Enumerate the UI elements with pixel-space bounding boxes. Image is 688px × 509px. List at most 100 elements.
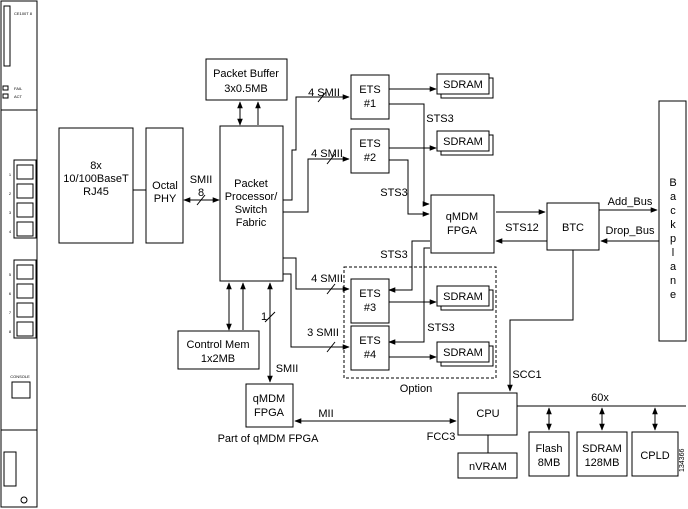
packet-processor-label: Fabric: [236, 217, 267, 229]
sdram-4-block: SDRAM: [436, 341, 494, 367]
flash-block: Flash 8MB: [528, 431, 570, 477]
four-smii-label: 4 SMII: [308, 87, 340, 99]
smii-label: SMII: [276, 363, 299, 375]
sts3-label: STS3: [427, 322, 455, 334]
backplane-letter: p: [670, 233, 676, 245]
ets-label: ETS: [359, 84, 380, 96]
ets2-qmdm-link: [389, 159, 430, 217]
ets-label: #1: [364, 98, 376, 110]
part-of-qmdm-label: Part of qMDM FPGA: [218, 433, 320, 445]
smii-count-label: 1: [261, 311, 267, 323]
four-smii-label: 4 SMII: [311, 148, 343, 160]
rj45-port: [16, 183, 34, 199]
qmdm-small-label: FPGA: [254, 407, 285, 419]
screw: [20, 496, 28, 504]
qmdm-fpga-block: qMDM FPGA: [430, 194, 495, 254]
rj45-port: [16, 202, 34, 218]
cpld-label: CPLD: [640, 450, 669, 462]
backplane-letter: k: [670, 219, 676, 231]
qmdm-label: FPGA: [447, 225, 478, 237]
phy-label: PHY: [154, 193, 177, 205]
packet-processor-label: Packet: [234, 178, 268, 190]
packet-processor-label: Switch: [235, 204, 267, 216]
console-port: [11, 381, 31, 399]
mii-label: MII: [318, 408, 333, 420]
led-act-label: ACT: [14, 94, 23, 99]
control-mem-label: Control Mem: [187, 339, 250, 351]
port-number: 3: [9, 210, 12, 215]
sts3-label: STS3: [380, 249, 408, 261]
qmdm-label: qMDM: [446, 211, 478, 223]
ets-label: ETS: [359, 288, 380, 300]
sts12-label: STS12: [505, 222, 539, 234]
phy-label: Octal: [152, 180, 178, 192]
backplane-letter: l: [672, 247, 674, 259]
drop-bus-label: Drop_Bus: [606, 225, 655, 237]
qmdm-fpga-small-block: qMDM FPGA: [245, 383, 294, 428]
ejector-bottom: [3, 451, 17, 487]
port-number: 6: [9, 291, 12, 296]
packet-processor-block: Packet Processor/ Switch Fabric: [219, 125, 284, 282]
sdram128-label: SDRAM: [582, 443, 622, 455]
rj45-port: [16, 321, 34, 337]
sts3-label: STS3: [380, 187, 408, 199]
sdram-label: SDRAM: [443, 347, 483, 359]
ets-2-block: ETS #2: [350, 128, 390, 174]
smii8-label: SMII: [190, 174, 213, 186]
rj45-port: [16, 283, 34, 299]
packet-processor-label: Processor/: [225, 191, 279, 203]
option-label: Option: [400, 383, 432, 395]
ets-label: ETS: [359, 335, 380, 347]
backplane-letter: a: [670, 191, 677, 203]
btc-block: BTC: [546, 202, 600, 251]
rj45-label: RJ45: [83, 186, 109, 198]
sdram-label: SDRAM: [443, 136, 483, 148]
faceplate-title: CE100T 8: [14, 11, 33, 16]
three-smii-label: 3 SMII: [307, 327, 339, 339]
four-smii-label: 4 SMII: [311, 273, 343, 285]
led-fail: [2, 85, 9, 91]
add-bus-label: Add_Bus: [608, 196, 653, 208]
backplane-letter: a: [670, 261, 677, 273]
smii-ets2-link: [283, 156, 350, 213]
backplane-letter: e: [670, 289, 676, 301]
flash-label: 8MB: [538, 457, 561, 469]
control-mem-block: Control Mem 1x2MB: [177, 330, 260, 370]
led-act: [2, 93, 9, 99]
rj45-label: 10/100BaseT: [63, 173, 129, 185]
port-number: 5: [9, 272, 12, 277]
port-number: 8: [9, 329, 12, 334]
sdram-label: SDRAM: [443, 79, 483, 91]
ets4-qmdm-link: [388, 247, 430, 345]
port-number: 2: [9, 191, 12, 196]
rj45-port: [16, 221, 34, 237]
fcc3-label: FCC3: [427, 431, 456, 443]
ets-label: #4: [364, 349, 376, 361]
ets-label: #2: [364, 152, 376, 164]
option-region: [343, 266, 497, 379]
port-number: 7: [9, 310, 12, 315]
port-number: 4: [9, 229, 12, 234]
smii8-label: 8: [198, 187, 204, 199]
smii-ets4-link: [283, 273, 350, 350]
backplane-letter: n: [670, 275, 676, 287]
ets-4-block: ETS #4: [350, 325, 390, 371]
cpu-label: CPU: [476, 408, 499, 420]
packet-buffer-block: Packet Buffer 3x0.5MB: [205, 58, 288, 101]
scc1-link: [507, 250, 574, 392]
rj45-label: 8x: [90, 160, 102, 172]
rj45-port: [16, 264, 34, 280]
flash-label: Flash: [536, 443, 563, 455]
cpld-block: CPLD: [631, 431, 679, 477]
nvram-label: nVRAM: [469, 461, 507, 473]
control-mem-label: 1x2MB: [201, 353, 235, 365]
rj45-block: 8x 10/100BaseT RJ45: [58, 127, 134, 244]
backplane-block: B a c k p l a n e: [658, 100, 687, 342]
bus-60x-label: 60x: [591, 392, 609, 404]
ets-1-block: ETS #1: [350, 74, 390, 120]
figure-id: 134366: [679, 449, 686, 472]
btc-label: BTC: [562, 222, 584, 234]
ets-label: #3: [364, 302, 376, 314]
packet-buffer-label: Packet Buffer: [213, 68, 279, 80]
